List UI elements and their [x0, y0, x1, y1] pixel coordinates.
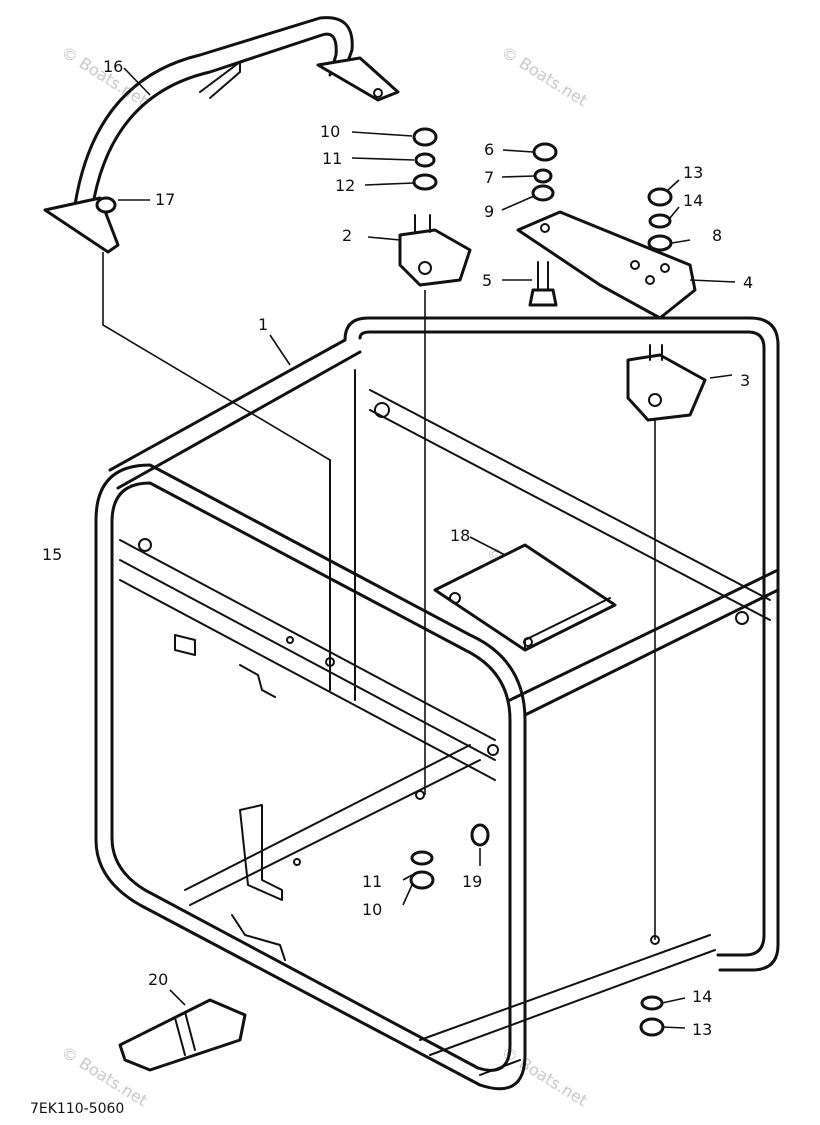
nut-stack-6-7-9 — [531, 142, 558, 202]
watermark-1: © Boats.net — [58, 42, 151, 110]
callout-19: 19 — [462, 872, 482, 891]
callout-14-bottom: 14 — [692, 987, 712, 1006]
callout-7: 7 — [484, 168, 494, 187]
callout-5: 5 — [482, 271, 492, 290]
frame-part-1 — [94, 316, 780, 1091]
callout-13-top: 13 — [683, 163, 703, 182]
nut-stack-13-14-8 — [647, 187, 673, 252]
leader-lines — [118, 67, 736, 1029]
watermark-2: © Boats.net — [498, 42, 591, 110]
callout-labels: 16 1 2 3 4 5 6 7 9 10 11 12 13 14 8 17 1… — [42, 57, 753, 1039]
callout-4: 4 — [743, 273, 753, 292]
bolt-part-17 — [95, 196, 117, 214]
callout-1: 1 — [258, 315, 268, 334]
callout-9: 9 — [484, 202, 494, 221]
assembly-lines — [102, 252, 656, 940]
watermark-5: © Boats.net — [498, 1042, 591, 1110]
callout-13-bottom: 13 — [692, 1020, 712, 1039]
callout-17: 17 — [155, 190, 175, 209]
callout-15: 15 — [42, 545, 62, 564]
plate-part-18 — [433, 543, 617, 652]
callout-6: 6 — [484, 140, 494, 159]
bracket-part-4 — [516, 210, 697, 320]
mount-part-3 — [626, 344, 707, 422]
callout-10-bottom: 10 — [362, 900, 382, 919]
tool-bag-part-20 — [118, 998, 247, 1072]
diagram-code: 7EK110-5060 — [30, 1101, 124, 1117]
callout-11-top: 11 — [322, 149, 342, 168]
callout-12: 12 — [335, 176, 355, 195]
bolt-part-5 — [528, 261, 558, 307]
callout-10-top: 10 — [320, 122, 340, 141]
callout-14-top: 14 — [683, 191, 703, 210]
callout-2: 2 — [342, 226, 352, 245]
callout-3: 3 — [740, 371, 750, 390]
callout-16: 16 — [103, 57, 123, 76]
handle-part-16 — [43, 16, 400, 254]
callout-11-bottom: 11 — [362, 872, 382, 891]
callout-8: 8 — [712, 226, 722, 245]
bottom-nuts — [409, 823, 665, 1037]
callout-20: 20 — [148, 970, 168, 989]
mount-part-2 — [398, 214, 472, 287]
nut-stack-10-11-12 — [412, 127, 438, 191]
callout-18: 18 — [450, 526, 470, 545]
